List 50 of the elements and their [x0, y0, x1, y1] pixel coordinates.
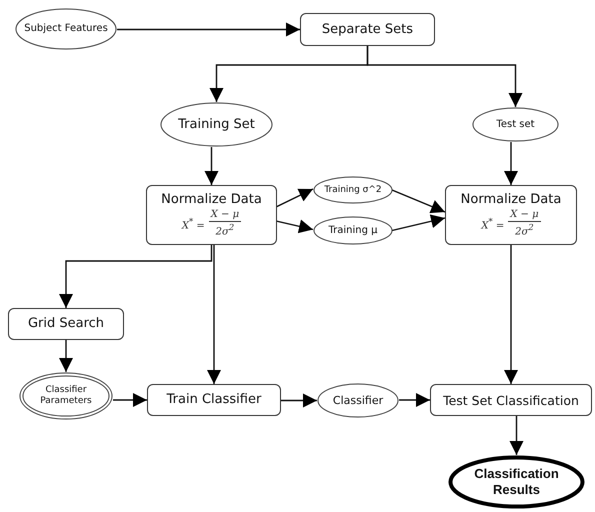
node-label: Normalize Data [160, 192, 263, 208]
arrow [392, 189, 446, 214]
node-label: Subject Features [23, 23, 109, 35]
node-label: Normalize Data [460, 192, 562, 208]
arrow [399, 393, 430, 407]
process-box [146, 185, 277, 245]
data-ellipse [317, 383, 399, 418]
arrow [117, 22, 300, 36]
node-label: Test Set Classification [442, 392, 580, 408]
formula-text: X$^{*}$ = [182, 216, 205, 232]
arrow [281, 394, 317, 408]
node-label: Classification Results [473, 466, 560, 498]
node-label: Training σ^2 [323, 184, 383, 196]
result-ellipse [448, 455, 585, 509]
arrow [504, 142, 518, 185]
node-label: Separate Sets [320, 22, 414, 38]
fraction-numerator: X − μ [208, 209, 242, 222]
fraction-denominator: 2σ$^{2}$ [514, 222, 535, 238]
node-label: Classifier [332, 394, 384, 408]
arrow [276, 188, 314, 208]
arrow [366, 46, 522, 107]
node-label: Training Set [177, 116, 256, 132]
formula-text: X$^{*}$ = [481, 216, 504, 232]
data-ellipse [15, 8, 117, 50]
arrow [510, 416, 524, 455]
process-box [445, 185, 577, 245]
process-box [430, 384, 592, 416]
data-ellipse [160, 102, 273, 147]
arrow [392, 214, 446, 232]
node-label: Train Classifier [166, 392, 262, 408]
data-ellipse [313, 176, 393, 204]
data-ellipse [313, 216, 393, 245]
arrow [207, 245, 221, 384]
fraction-denominator: 2σ$^{2}$ [214, 222, 236, 238]
data-ellipse [472, 107, 559, 142]
arrow [204, 147, 218, 185]
arrow [504, 245, 518, 384]
node-label: Grid Search [26, 316, 106, 332]
process-box [300, 13, 435, 46]
arrow [113, 393, 147, 407]
node-label: Test set [495, 118, 536, 130]
process-box [8, 308, 124, 340]
node-label: Training μ [328, 224, 378, 236]
fraction-numerator: X − μ [508, 209, 541, 222]
arrow [59, 245, 212, 308]
double-ellipse [19, 372, 113, 420]
arrow [276, 220, 314, 234]
arrow [59, 340, 73, 372]
node-label: Classifier Parameters [39, 385, 93, 407]
process-box [147, 384, 281, 416]
